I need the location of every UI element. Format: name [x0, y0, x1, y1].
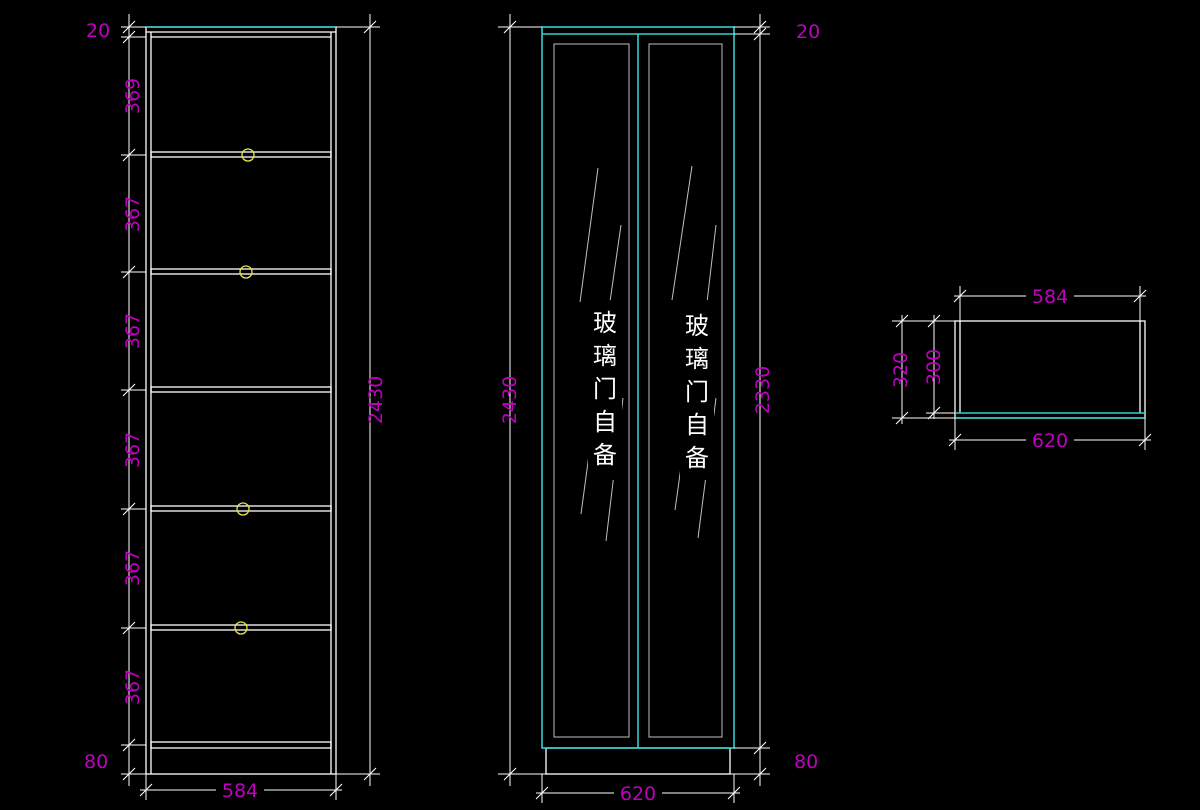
side-height-dimension	[336, 14, 380, 786]
side-dim-shelf-3: 367	[122, 313, 144, 349]
side-dim-shelf-2: 367	[122, 196, 144, 232]
side-dim-shelf-5: 367	[122, 550, 144, 586]
front-dim-bottom: 80	[794, 751, 818, 773]
side-dim-width: 584	[222, 780, 258, 802]
knob-icon	[236, 502, 250, 516]
side-dim-shelf-4: 367	[122, 432, 144, 468]
side-vertical-dimension-chain	[121, 14, 146, 786]
front-door-right: 玻 璃 门 自 备	[648, 43, 723, 738]
side-view: 20 369 367 367 367 367 367 80 2430 584	[84, 14, 387, 802]
front-base	[545, 747, 731, 775]
door-note-char: 自	[593, 408, 617, 436]
front-door-height-dimension	[730, 14, 770, 786]
dim-text-mask	[1026, 429, 1074, 451]
door-note-char: 自	[685, 411, 709, 439]
front-view: 玻 璃 门 自 备 玻 璃 门 自 备 2430	[498, 14, 820, 805]
door-glass-panel	[553, 43, 630, 738]
front-total-height-dimension	[498, 14, 546, 786]
shelf-1	[150, 151, 332, 158]
door-note-char: 门	[593, 375, 617, 403]
shelf-bottom	[150, 741, 332, 749]
front-door-left: 玻 璃 门 自 备	[553, 43, 630, 738]
side-dim-shelf-6: 367	[122, 669, 144, 705]
door-glass-panel	[648, 43, 723, 738]
side-dim-top: 20	[86, 20, 110, 42]
side-dim-height: 2430	[365, 376, 387, 424]
dim-text-mask	[614, 782, 662, 804]
top-dim-inner-depth: 300	[923, 349, 945, 385]
top-view: 584 620 320 300	[890, 285, 1152, 452]
front-dim-top: 20	[796, 21, 820, 43]
side-cabinet-outline	[145, 26, 337, 775]
top-outer-depth-dimension	[892, 314, 955, 425]
top-dim-outer-width: 620	[1032, 430, 1068, 452]
dim-text-mask	[1026, 285, 1074, 307]
note-mask	[680, 300, 714, 480]
side-shelves	[150, 151, 332, 749]
door-note-char: 玻	[685, 312, 709, 340]
front-dim-door-height: 2330	[752, 366, 774, 414]
shelf-4	[150, 505, 332, 512]
dim-text-mask	[216, 779, 264, 801]
door-note-char: 备	[593, 441, 617, 469]
door-note-char: 璃	[593, 342, 617, 370]
door-note-char: 玻	[593, 309, 617, 337]
top-outline	[954, 320, 1146, 419]
knob-icon	[239, 265, 253, 279]
shelf-3	[150, 386, 332, 393]
door-note-char: 璃	[685, 345, 709, 373]
side-dim-shelf-1: 369	[122, 78, 144, 114]
front-dim-total-height: 2430	[499, 376, 521, 424]
top-inner-depth-dimension	[926, 314, 955, 420]
knob-icon	[241, 148, 255, 162]
knob-icon	[234, 621, 248, 635]
side-dim-bottom: 80	[84, 751, 108, 773]
top-dim-outer-depth: 320	[890, 352, 912, 388]
top-dim-inner-width: 584	[1032, 286, 1068, 308]
front-dim-width: 620	[620, 783, 656, 805]
note-mask	[588, 300, 622, 480]
door-note-char: 备	[685, 444, 709, 472]
shelf-5	[150, 624, 332, 631]
door-note-char: 门	[685, 378, 709, 406]
